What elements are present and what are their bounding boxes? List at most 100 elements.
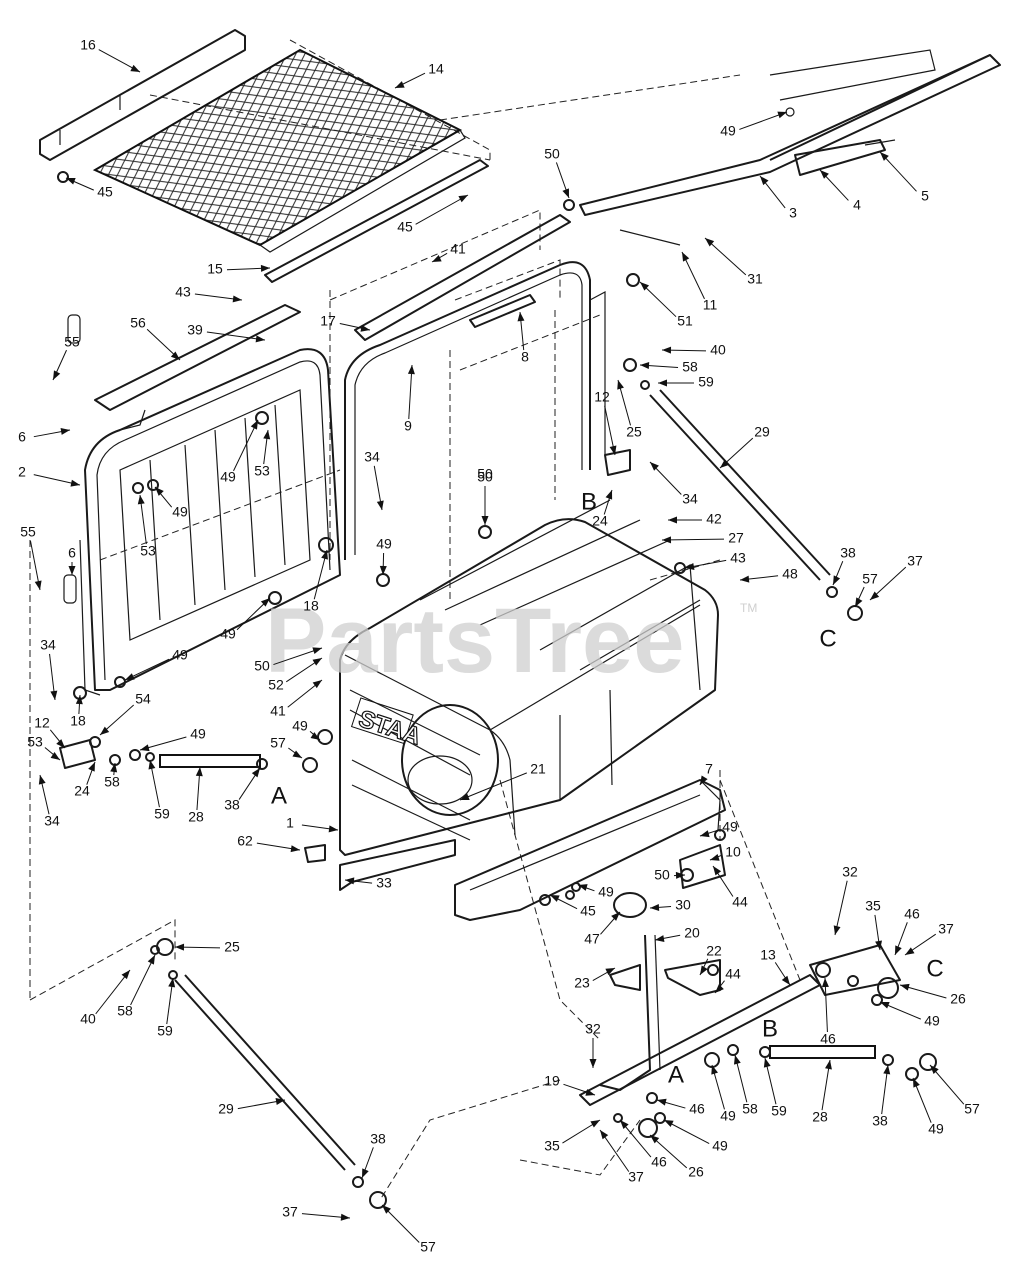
callout-arrowhead-29 bbox=[720, 459, 730, 468]
callout-16: 16 bbox=[80, 37, 96, 53]
callout-57: 57 bbox=[964, 1101, 980, 1117]
callout-53: 53 bbox=[27, 734, 43, 750]
callout-28: 28 bbox=[812, 1109, 828, 1125]
callout-arrowhead-41 bbox=[312, 680, 322, 689]
callout-45: 45 bbox=[397, 219, 413, 235]
callout-49: 49 bbox=[712, 1138, 728, 1154]
callout-29: 29 bbox=[218, 1101, 234, 1117]
callout-arrowhead-49 bbox=[711, 1065, 718, 1075]
callout-arrowhead-6 bbox=[68, 566, 76, 575]
callout-arrowhead-20 bbox=[655, 935, 665, 943]
callout-arrowhead-59 bbox=[148, 760, 156, 770]
callout-arrowhead-38 bbox=[362, 1168, 369, 1178]
callout-26: 26 bbox=[688, 1164, 704, 1180]
part-23-bracket bbox=[609, 964, 641, 991]
callout-arrowhead-57 bbox=[855, 597, 863, 607]
callout-arrowhead-46 bbox=[657, 1098, 667, 1106]
part-2-grille-frame bbox=[79, 348, 341, 696]
callout-5: 5 bbox=[921, 188, 929, 204]
callout-49: 49 bbox=[172, 504, 188, 520]
callout-leader-39 bbox=[206, 331, 266, 341]
callout-8: 8 bbox=[521, 349, 529, 365]
callout-arrowhead-14 bbox=[395, 81, 405, 88]
ref-letter-B: B bbox=[762, 1015, 778, 1042]
callout-44: 44 bbox=[732, 894, 748, 910]
callout-37: 37 bbox=[938, 921, 954, 937]
callout-49: 49 bbox=[220, 469, 236, 485]
callout-leader-40 bbox=[95, 969, 131, 1015]
callout-62: 62 bbox=[237, 833, 253, 849]
callout-arrowhead-34 bbox=[650, 462, 659, 471]
callout-arrowhead-35 bbox=[875, 940, 883, 950]
ref-letter-A: A bbox=[271, 782, 287, 809]
callout-arrowhead-58 bbox=[733, 1055, 741, 1065]
callout-arrowhead-24 bbox=[605, 490, 613, 500]
part-29-rod-upper bbox=[649, 389, 831, 581]
callout-arrowhead-35 bbox=[590, 1120, 600, 1128]
callout-arrowhead-54 bbox=[100, 726, 110, 735]
callout-15: 15 bbox=[207, 261, 223, 277]
callout-arrowhead-49 bbox=[578, 884, 588, 891]
callout-arrowhead-59 bbox=[658, 379, 667, 387]
callout-arrowhead-59 bbox=[763, 1058, 771, 1068]
part-3-frame-bar bbox=[579, 49, 1001, 216]
callout-54: 54 bbox=[135, 691, 151, 707]
callout-arrowhead-18 bbox=[75, 695, 83, 705]
callout-48: 48 bbox=[782, 566, 798, 582]
callout-arrowhead-25 bbox=[617, 380, 624, 390]
part-13-lower-bar bbox=[579, 944, 901, 1106]
callout-leader-46 bbox=[824, 977, 828, 1033]
callout-50: 50 bbox=[544, 146, 560, 162]
callout-arrowhead-53 bbox=[50, 752, 60, 760]
callout-58: 58 bbox=[117, 1003, 133, 1019]
callout-17: 17 bbox=[320, 313, 336, 329]
callout-46: 46 bbox=[820, 1031, 836, 1047]
callout-arrowhead-49 bbox=[777, 111, 787, 119]
callout-37: 37 bbox=[282, 1204, 298, 1220]
callout-arrowhead-40 bbox=[121, 970, 130, 980]
callout-arrowhead-19 bbox=[585, 1089, 595, 1096]
callout-arrowhead-58 bbox=[640, 362, 650, 370]
callout-12: 12 bbox=[594, 389, 610, 405]
callout-arrowhead-38 bbox=[251, 768, 260, 778]
callout-arrowhead-57 bbox=[930, 1065, 939, 1074]
callout-arrowhead-16 bbox=[130, 64, 140, 72]
tank-logo: STAA bbox=[355, 705, 424, 750]
callout-arrowhead-58 bbox=[147, 955, 155, 965]
watermark-text: PartsTree bbox=[265, 590, 684, 692]
callout-arrowhead-40 bbox=[662, 346, 672, 354]
callout-arrowhead-22 bbox=[700, 965, 708, 975]
callout-12: 12 bbox=[34, 715, 50, 731]
callout-arrowhead-49 bbox=[913, 1078, 920, 1088]
callout-35: 35 bbox=[544, 1138, 560, 1154]
callout-22: 22 bbox=[706, 943, 722, 959]
callout-49: 49 bbox=[292, 718, 308, 734]
watermark-trademark: TM bbox=[740, 601, 757, 615]
callout-58: 58 bbox=[742, 1101, 758, 1117]
part-28-tube-right bbox=[769, 1045, 876, 1059]
callout-arrowhead-45 bbox=[66, 177, 76, 185]
callout-34: 34 bbox=[40, 637, 56, 653]
callout-49: 49 bbox=[220, 626, 236, 642]
callout-arrowhead-49 bbox=[310, 732, 320, 740]
callout-arrowhead-44 bbox=[715, 984, 724, 993]
callout-29: 29 bbox=[754, 424, 770, 440]
callout-arrowhead-49 bbox=[379, 565, 387, 575]
callout-58: 58 bbox=[682, 359, 698, 375]
callout-arrowhead-59 bbox=[168, 978, 176, 988]
callout-45: 45 bbox=[580, 903, 596, 919]
callout-leader-27 bbox=[661, 538, 725, 541]
callout-13: 13 bbox=[760, 947, 776, 963]
callout-59: 59 bbox=[157, 1023, 173, 1039]
callout-4: 4 bbox=[853, 197, 861, 213]
part-16-angle-bracket bbox=[39, 29, 246, 161]
callout-arrowhead-37 bbox=[600, 1130, 609, 1140]
callout-arrowhead-48 bbox=[740, 575, 750, 583]
callout-leader-21 bbox=[459, 772, 527, 801]
callout-11: 11 bbox=[703, 297, 718, 313]
callout-25: 25 bbox=[224, 939, 240, 955]
callout-50: 50 bbox=[477, 469, 493, 485]
callout-28: 28 bbox=[188, 809, 204, 825]
callout-arrowhead-49 bbox=[140, 744, 150, 752]
